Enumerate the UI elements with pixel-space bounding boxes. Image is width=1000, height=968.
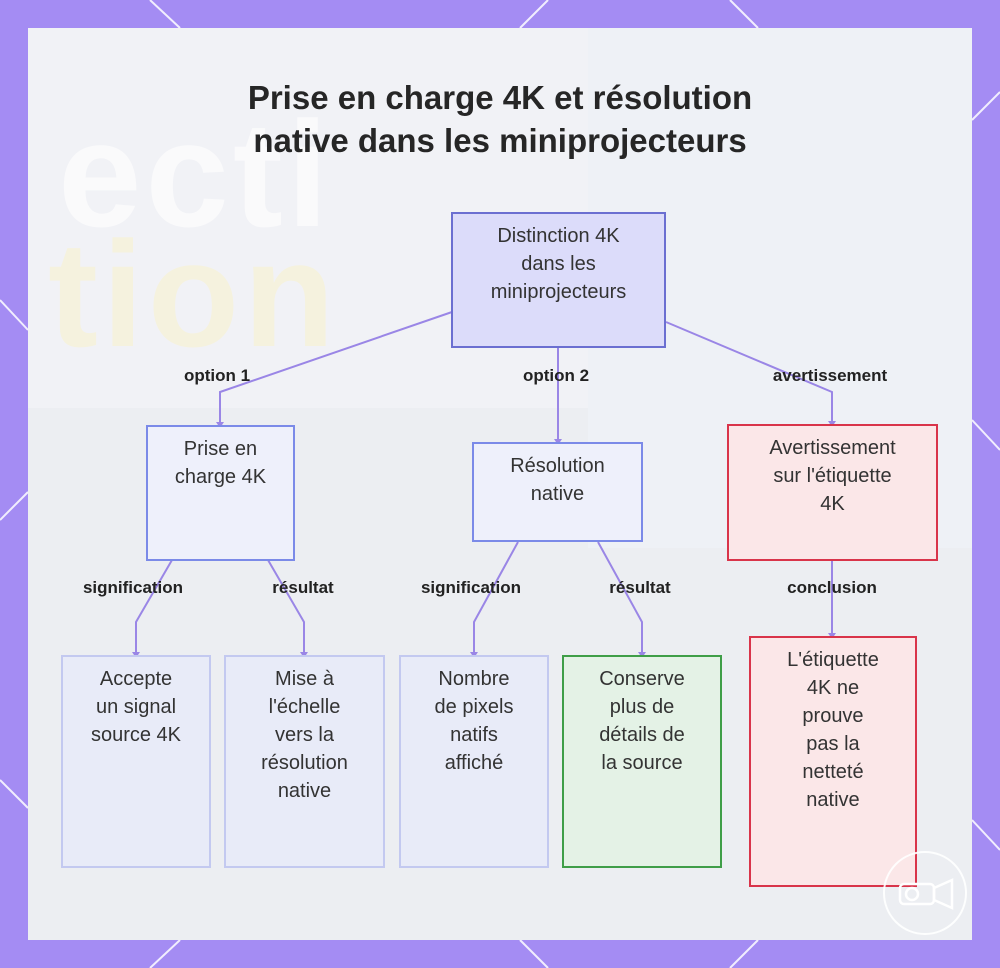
node-scaling-to-native: Mise à l'échelle vers la résolution nati… (224, 655, 385, 868)
edge-label-meaning-1: signification (82, 578, 184, 597)
node-label-not-proof: L'étiquette 4K ne prouve pas la netteté … (749, 636, 917, 887)
edge-label-option-1: option 1 (183, 366, 251, 385)
node-native-pixel-count: Nombre de pixels natifs affiché (399, 655, 549, 868)
edge-label-option-2: option 2 (522, 366, 590, 385)
background-text-line2: tion (48, 210, 339, 378)
projector-logo-icon (883, 851, 967, 935)
background-text-line1: ecti (58, 90, 333, 258)
edge-label-conclusion: conclusion (787, 578, 877, 597)
node-accepts-4k-signal: Accepte un signal source 4K (61, 655, 211, 868)
node-root: Distinction 4K dans les miniprojecteurs (451, 212, 666, 348)
edge-label-warning: avertissement (772, 366, 888, 385)
edge-label-result-1: résultat (272, 578, 334, 597)
node-keeps-source-detail: Conserve plus de détails de la source (562, 655, 722, 868)
node-4k-support: Prise en charge 4K (146, 425, 295, 561)
edge-label-result-2: résultat (609, 578, 671, 597)
edge-label-meaning-2: signification (420, 578, 522, 597)
node-4k-label-warning: Avertissement sur l'étiquette 4K (727, 424, 938, 561)
node-native-resolution: Résolution native (472, 442, 643, 542)
diagram-title: Prise en charge 4K et résolution native … (247, 79, 753, 159)
